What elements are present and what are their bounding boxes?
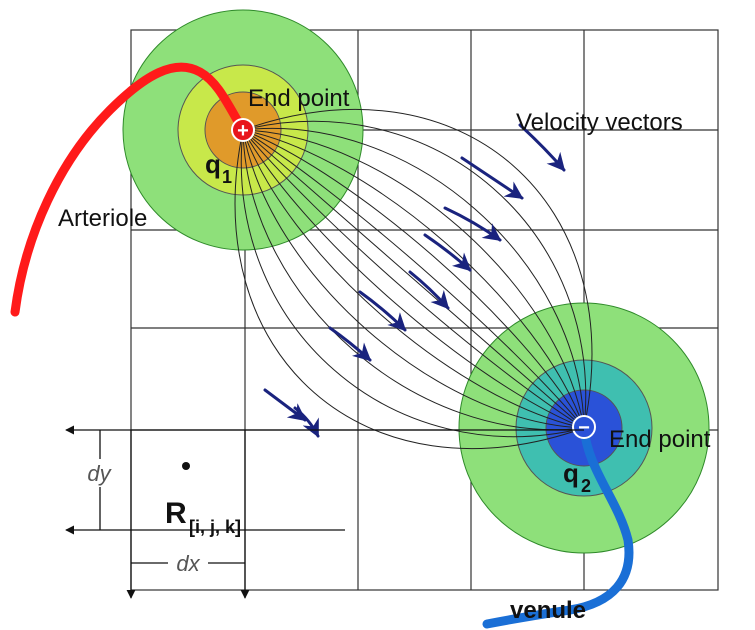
velocity-vector — [358, 290, 407, 332]
field-line — [242, 129, 585, 429]
dx-label: dx — [176, 551, 200, 576]
velocity-vector — [328, 326, 372, 362]
dy-label: dy — [87, 461, 112, 486]
velocity-vector — [423, 233, 472, 272]
q2-label: q — [563, 458, 579, 488]
end-point-label-right: End point — [609, 426, 711, 453]
field-line — [234, 129, 585, 449]
field-line — [242, 109, 593, 429]
field-line — [242, 120, 587, 429]
field-line — [242, 129, 585, 429]
field-line — [242, 129, 585, 429]
venule-vessel — [482, 423, 634, 629]
velocity-vector — [460, 156, 524, 200]
velocity-vector — [263, 388, 307, 422]
velocity-vectors — [263, 123, 566, 438]
q1-subscript: 1 — [222, 167, 232, 187]
field-line — [242, 129, 585, 429]
source-marker — [231, 118, 255, 142]
field-line — [242, 129, 585, 429]
sink-sign: − — [578, 417, 590, 439]
dy-label-bg — [84, 459, 114, 487]
q1-label: q — [205, 149, 221, 179]
source-sign: + — [237, 120, 249, 142]
labels: dy dx End point Velocity vectors Arterio… — [58, 85, 711, 624]
sink-marker — [572, 415, 596, 439]
field-line — [242, 129, 585, 429]
field-lines — [234, 109, 593, 449]
end-point-label-top: End point — [248, 85, 350, 112]
source-end-point: + — [231, 118, 255, 142]
grid-border — [130, 29, 719, 591]
field-line — [242, 129, 585, 429]
arteriole-vessel — [10, 62, 248, 317]
q2-subscript: 2 — [581, 476, 591, 496]
dx-label-bg — [168, 550, 208, 576]
r-point — [182, 462, 190, 470]
velocity-vector — [518, 123, 566, 172]
venule-label: venule — [510, 597, 586, 624]
field-line — [242, 127, 585, 429]
field-line — [240, 129, 585, 438]
r-label: R — [165, 497, 187, 530]
velocity-vector — [408, 270, 450, 310]
velocity-vector — [293, 406, 320, 438]
r-subscript: [i, j, k] — [189, 517, 241, 537]
field-line — [242, 129, 585, 429]
arteriole-label: Arteriole — [58, 205, 147, 232]
velocity-vector — [443, 206, 502, 242]
field-line — [242, 129, 585, 429]
dimension-marks — [65, 425, 584, 599]
sink-end-point: − — [572, 415, 596, 439]
velocity-vectors-label: Velocity vectors — [516, 109, 683, 136]
